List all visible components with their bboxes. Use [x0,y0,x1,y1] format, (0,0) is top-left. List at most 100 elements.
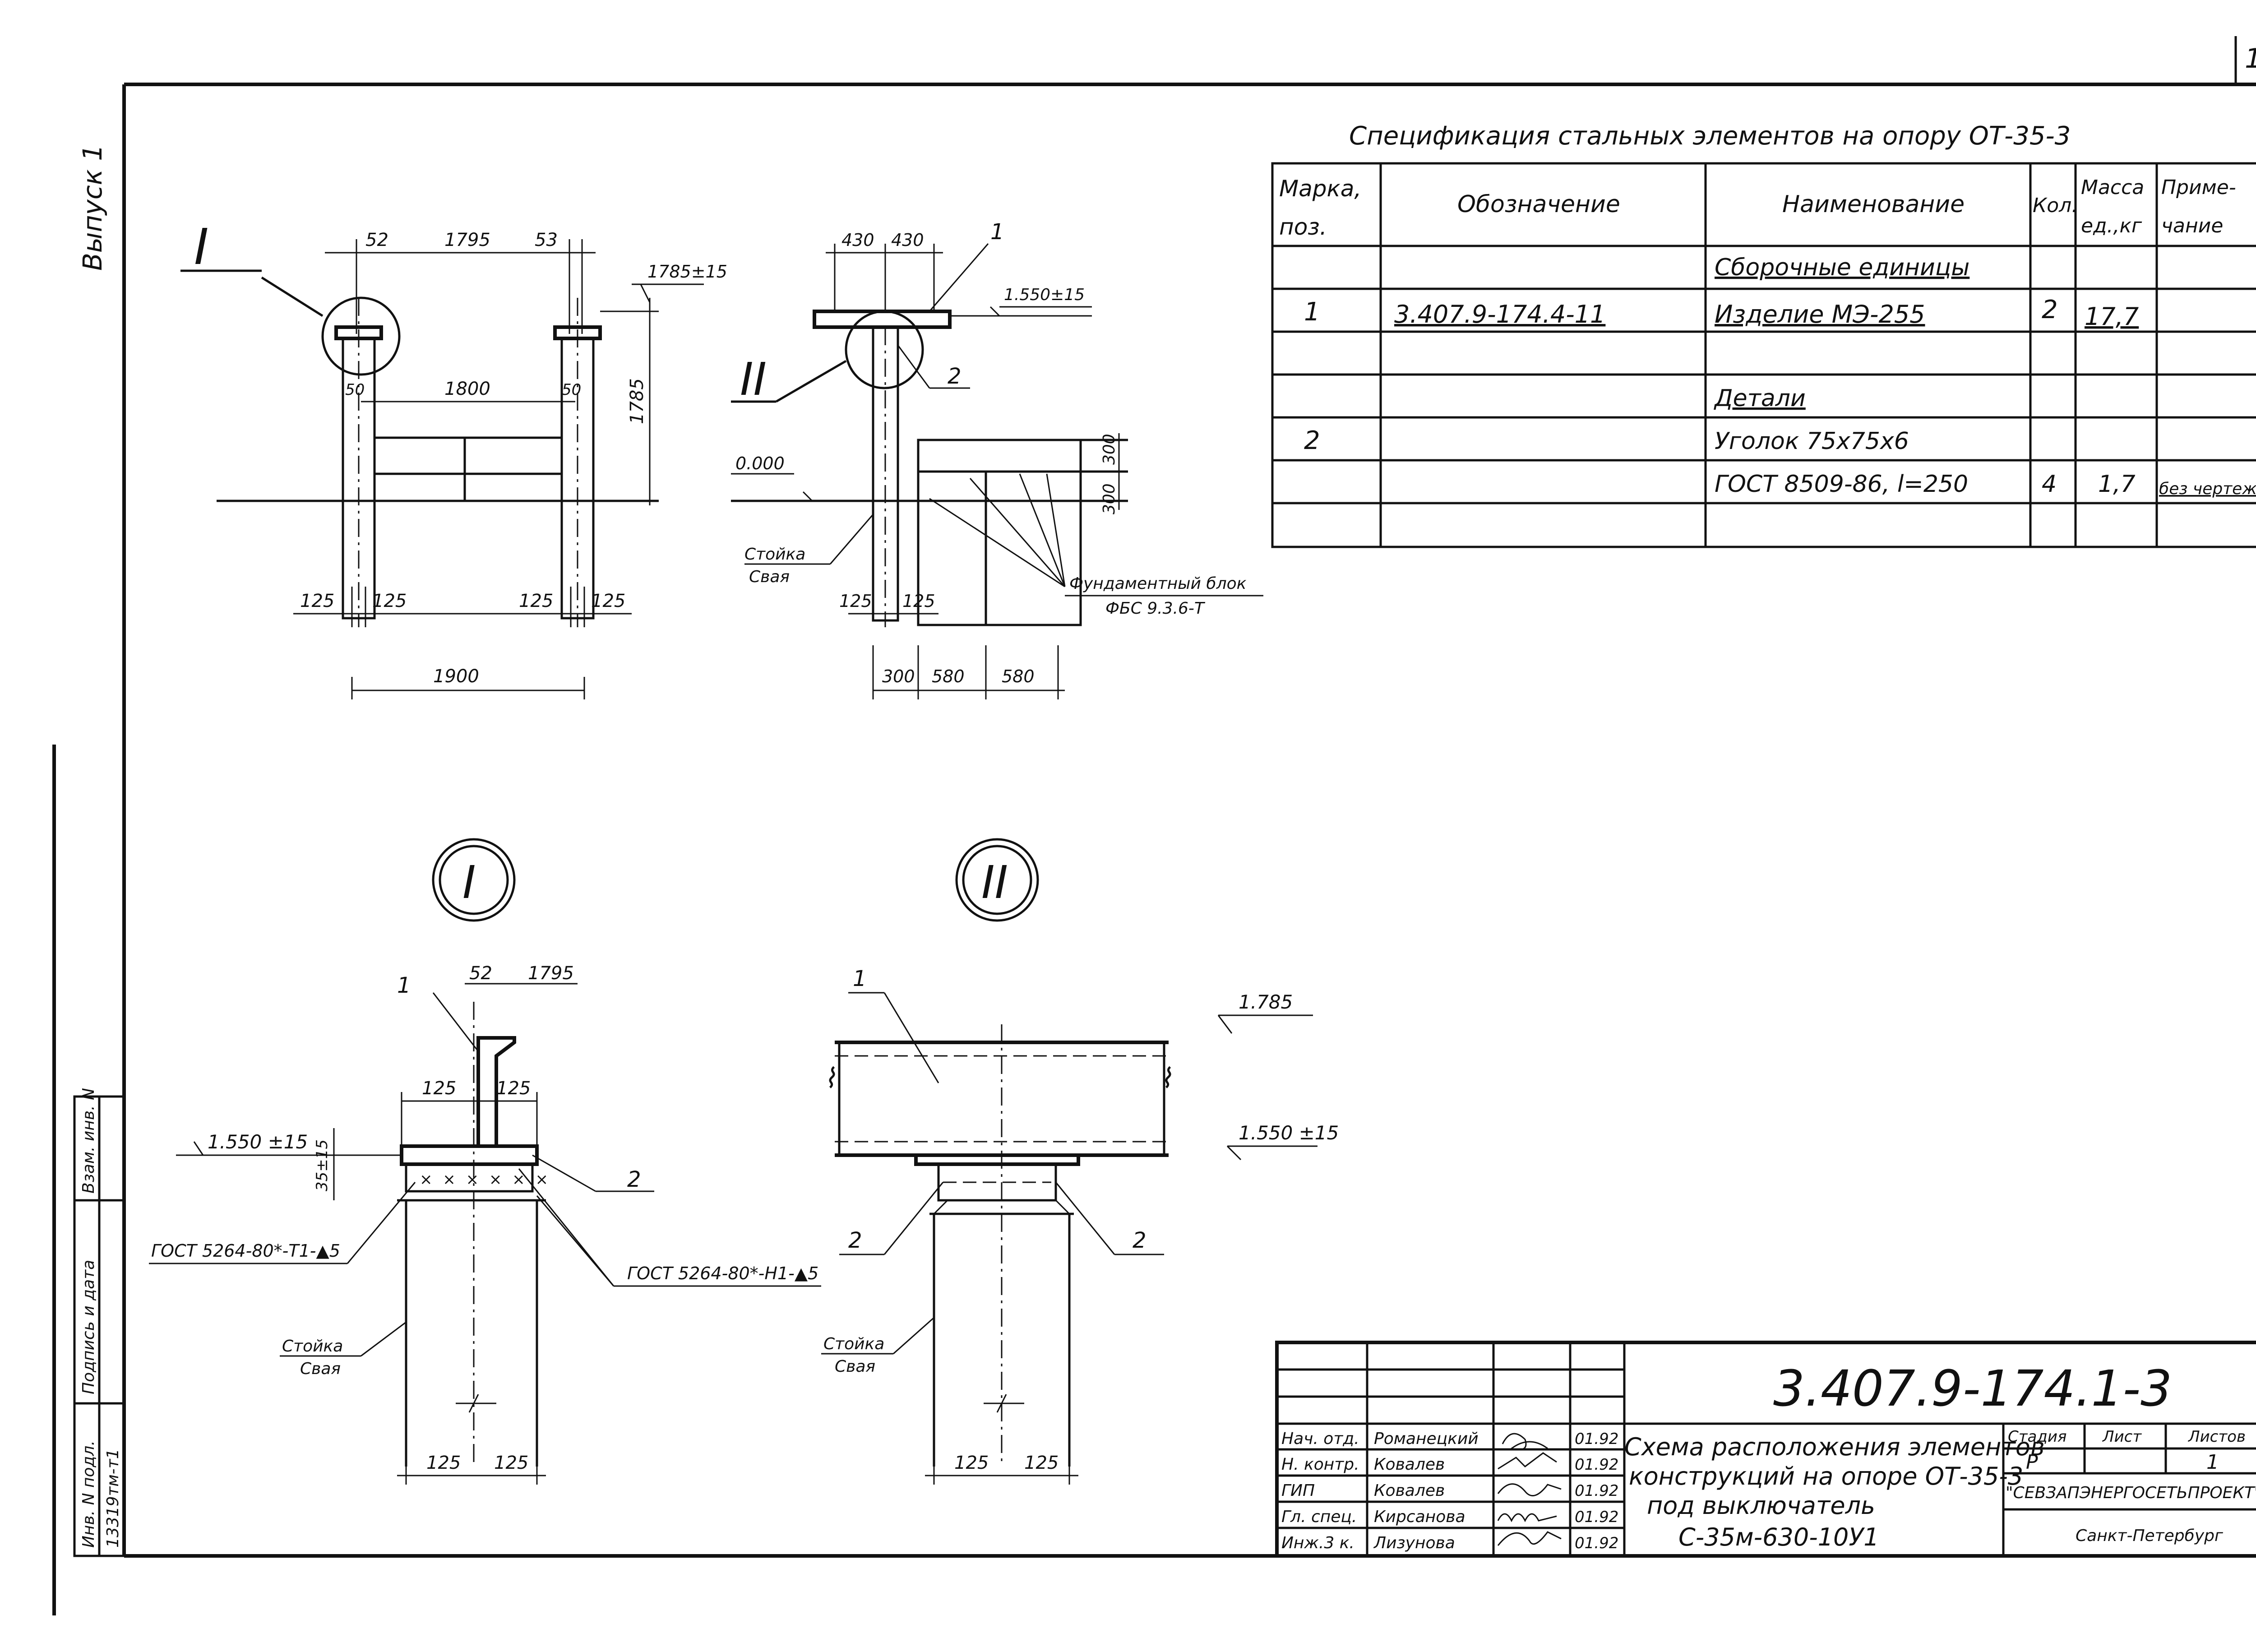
side-view: II 0.000 430 430 1.550±15 1 2 300 300 [731,219,1263,699]
spec-r5-note: без чертежа [2159,480,2256,498]
detail2-leader-2b: 2 [1133,1228,1146,1253]
front-dim-1900: 1900 [433,666,479,687]
front-dim-b4: 125 [591,591,625,611]
spec-h-name: Наименование [1782,191,1965,218]
side-dim-300a: 300 [1100,434,1119,465]
title-line-3: под выключатель [1647,1491,1875,1520]
detail1-post-2: Свая [300,1360,341,1378]
spec-r1-mark: 1 [1304,297,1320,327]
tb-date-2: 01.92 [1575,1482,1618,1500]
front-dim-1800: 1800 [444,379,490,399]
issue-label: Выпуск 1 [77,144,108,271]
spec-r1-designation: 3.407.9-174.4-11 [1394,300,1605,329]
front-dim-1785: 1785 [627,378,647,424]
front-dim-1795: 1795 [444,230,490,250]
side-callout: II [740,353,767,406]
detail1-leader-1: 1 [397,973,411,998]
side-level: 1.550±15 [1004,286,1085,304]
title-sheets-h: Листов [2187,1428,2246,1446]
detail1-b2: 125 [494,1453,528,1473]
stamp-inv-orig: Инв. N подл. [79,1440,98,1548]
title-stage-h: Стадия [2008,1428,2066,1446]
title-org: "СЕВЗАПЭНЕРГОСЕТЬПРОЕКТ" [2006,1484,2256,1502]
title-sheet-h: Лист [2102,1428,2142,1446]
tb-role-3: Гл. спец. [1281,1508,1357,1526]
spec-h-note-2: чание [2161,214,2223,237]
detail1-post-1: Стойка [282,1337,343,1356]
page-number: 11 [2245,43,2256,74]
title-line-2: конструкций на опоре ОТ-35-3 [1629,1462,2023,1490]
title-stage: Р [2026,1451,2038,1474]
side-dim-430a: 430 [841,230,874,250]
stamp-sign-date: Подпись и дата [79,1260,98,1394]
tb-name-0: Романецкий [1374,1430,1479,1448]
detail2-leader-2a: 2 [848,1228,862,1253]
detail2-title: II [981,856,1008,909]
stamp-inv-value: 13319тм-т1 [104,1448,122,1548]
spec-r5-qty: 4 [2042,471,2057,498]
detail2-b1: 125 [954,1453,989,1473]
detail2-break-l: ⌇ [823,1063,837,1094]
side-stamp: Взам. инв. N Подпись и дата Инв. N подл.… [52,745,125,1615]
detail1-b1: 125 [426,1453,461,1473]
spec-r1-qty: 2 [2042,295,2058,324]
side-zero: 0.000 [735,453,785,473]
front-level: 1785±15 [647,262,727,282]
side-dim-w1: 300 [882,666,915,686]
tb-role-2: ГИП [1281,1481,1315,1500]
detail-2: II ⌇ ⌇ 1 1.785 1.550 ±15 [821,838,1339,1485]
detail-1: I × × × × × × 52 1795 125 125 1 1.550 ±1… [149,838,821,1485]
signature-3 [1497,1513,1557,1522]
detail2-top: 1.785 [1239,991,1293,1013]
side-block-2: ФБС 9.3.6-Т [1105,599,1206,618]
detail1-level: 1.550 ±15 [208,1131,308,1153]
side-leader-2: 2 [948,364,962,389]
side-leader-1: 1 [990,219,1004,245]
tb-name-2: Ковалев [1374,1481,1445,1500]
detail1-dim-1795: 1795 [528,963,574,984]
spec-r5-name: ГОСТ 8509-86, l=250 [1715,471,1968,498]
side-dim-w2: 580 [932,666,965,686]
front-dim-b2: 125 [372,591,407,611]
detail2-level: 1.550 ±15 [1239,1122,1339,1144]
front-callout: I [194,218,208,276]
side-dim-430b: 430 [891,230,924,250]
detail1-dim-52: 52 [469,963,492,984]
front-dim-b1: 125 [300,591,334,611]
side-post-2: Свая [749,568,790,586]
tb-name-3: Кирсанова [1374,1508,1465,1526]
side-dim-b1: 125 [839,591,872,611]
detail1-hatch: × × × × × × [420,1171,551,1189]
tb-name-1: Ковалев [1374,1455,1445,1474]
spec-title: Спецификация стальных элементов на опору… [1349,121,2071,151]
detail1-title: I [462,856,476,909]
title-code: 3.407.9-174.1-3 [1773,1360,2172,1417]
spec-r1-name: Изделие МЭ-255 [1715,300,1925,329]
spec-h-note-1: Приме- [2161,176,2236,199]
detail1-c2: 125 [496,1078,531,1099]
detail2-leader-1: 1 [853,966,867,991]
detail2-post-2: Свая [835,1357,875,1376]
spec-h-designation: Обозначение [1457,191,1620,218]
detail1-weld-right: ГОСТ 5264-80*-Н1-▲5 [627,1263,818,1283]
front-dim-50-right: 50 [562,381,581,399]
signature-2 [1497,1483,1562,1496]
detail2-break-r: ⌇ [1160,1063,1173,1094]
side-block-1: Фундаментный блок [1069,574,1247,593]
detail2-post-1: Стойка [823,1335,884,1353]
spec-r4-name: Уголок 75х75х6 [1715,428,1909,455]
front-dim-53: 53 [535,230,558,250]
spec-h-mark-1: Марка, [1279,176,1361,202]
title-line-4: С-35м-630-10У1 [1678,1523,1879,1551]
tb-name-4: Лизунова [1373,1534,1455,1552]
side-dim-w3: 580 [1002,666,1035,686]
spec-r3-name: Детали [1714,385,1806,412]
front-dim-50-left: 50 [345,381,365,399]
title-block: 3.407.9-174.1-3 Схема расположения элеме… [1275,1341,2256,1558]
tb-role-1: Н. контр. [1281,1455,1359,1474]
spec-r0-name: Сборочные единицы [1715,254,1969,281]
side-dim-b2: 125 [902,591,935,611]
tb-role-0: Нач. отд. [1281,1430,1359,1448]
spec-h-mass-1: Масса [2081,176,2144,199]
stamp-replace-inv: Взам. инв. N [79,1088,98,1194]
